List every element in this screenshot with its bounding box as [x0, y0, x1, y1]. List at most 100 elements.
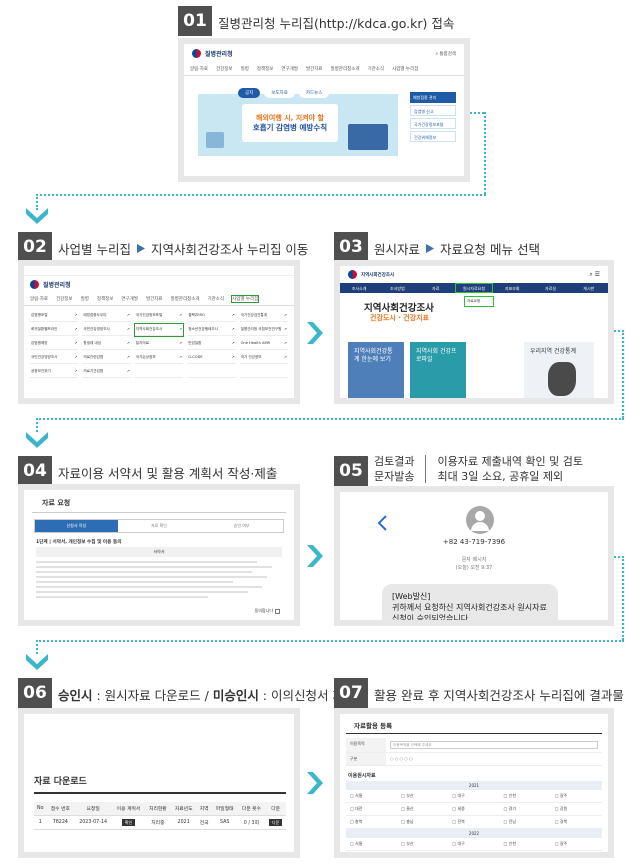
- kdca-banner[interactable]: 해외여행 시, 지켜야 할 호흡기 감염병 예방수칙: [242, 104, 338, 142]
- nav-item[interactable]: 연구개발: [281, 67, 298, 72]
- news-tab[interactable]: 보도자료: [264, 88, 295, 98]
- project-site-link[interactable]: 공중보건위기↗: [30, 366, 79, 378]
- step-01-title: 질병관리청 누리집(http://kdca.go.kr) 접속: [218, 13, 454, 32]
- nav-item[interactable]: 사업별 누리집: [231, 295, 260, 303]
- chs-nav-item[interactable]: 조사소개: [351, 286, 367, 291]
- chs-nav-item[interactable]: 조사방법: [390, 286, 405, 291]
- chs-card-profile[interactable]: 지역사회 건강프로파일: [410, 342, 466, 398]
- agree-checkbox[interactable]: 동의합니다: [255, 608, 280, 614]
- chs-logo[interactable]: 지역사회건강조사: [348, 270, 394, 279]
- region-checkbox[interactable]: □ 울산: [397, 803, 449, 816]
- chs-nav-item[interactable]: 원시자료요청: [454, 283, 494, 293]
- project-site-link[interactable]: 지역사회건강조사↗: [133, 323, 185, 337]
- region-checkbox[interactable]: □ 광주: [550, 838, 602, 851]
- nav-item[interactable]: 질병관리청소개: [170, 297, 200, 302]
- region-checkbox[interactable]: □ 세종: [448, 803, 500, 816]
- project-site-link[interactable]: 일차의료↗: [134, 338, 184, 350]
- step-01-title-text: 질병관리청 누리집(http://kdca.go.kr) 접속: [218, 16, 455, 31]
- nav-item[interactable]: 질병관리청소개: [330, 67, 360, 72]
- project-site-link[interactable]: 의료기관감염↗: [82, 366, 131, 378]
- dropdown-item-data-request[interactable]: 자료요청: [467, 299, 481, 303]
- region-checkbox[interactable]: □ 인천: [499, 790, 551, 803]
- region-checkbox[interactable]: □ 대구: [448, 838, 500, 851]
- download-button[interactable]: 다운: [268, 818, 283, 826]
- request-step-tab[interactable]: 신청서 작성: [35, 520, 118, 532]
- quick-menu-item[interactable]: 국가건강정보포털: [410, 118, 456, 129]
- quick-menu-item[interactable]: 건강위해정보: [410, 131, 456, 142]
- region-checkbox[interactable]: □ 인천: [499, 838, 551, 851]
- project-site-link[interactable]: 의료관련감염↗: [82, 352, 131, 364]
- table-cell: 처리중: [144, 815, 171, 830]
- checkbox-icon[interactable]: [275, 608, 280, 614]
- request-step-tab[interactable]: 자료 확인: [151, 523, 167, 528]
- nav-item[interactable]: 발간자료: [145, 297, 163, 302]
- nav-item[interactable]: 질병: [240, 67, 249, 72]
- project-site-link[interactable]: 항생제 내성↗: [82, 338, 131, 350]
- nav-item[interactable]: 질병: [80, 297, 89, 302]
- nav-item[interactable]: 알림·자료: [190, 67, 208, 72]
- nav-item[interactable]: 사업별 누리집: [392, 67, 419, 72]
- category-radios[interactable]: ○ ○ ○ ○ ○: [390, 756, 413, 761]
- region-checkbox[interactable]: □ 대전: [346, 803, 398, 816]
- kdca-logo-02[interactable]: 질병관리청: [24, 276, 294, 293]
- region-checkbox[interactable]: □ 경기: [499, 803, 551, 816]
- nav-item[interactable]: 건강정보: [56, 297, 73, 302]
- region-checkbox[interactable]: □ 부산: [397, 838, 449, 851]
- chs-card-regional[interactable]: 우리지역 건강통계: [524, 342, 594, 398]
- region-checkbox[interactable]: □ 전북: [448, 816, 500, 829]
- region-checkbox[interactable]: □ 경북: [550, 816, 602, 829]
- chs-nav-item[interactable]: 지표조회: [504, 286, 520, 291]
- quick-menu-item[interactable]: 예방접종 관리: [410, 92, 456, 103]
- chs-nav-item[interactable]: 자료실: [545, 286, 557, 291]
- project-site-link[interactable]: 청소년건강행태조사↗: [187, 324, 236, 336]
- project-site-link[interactable]: One Health AMR↗: [239, 338, 288, 350]
- chs-nav-item[interactable]: 게시판: [583, 286, 595, 291]
- region-checkbox[interactable]: □ 대구: [448, 790, 500, 803]
- external-link-icon: ↗: [126, 355, 130, 359]
- project-site-link[interactable]: 희귀질환헬프라인↗: [30, 324, 79, 336]
- nav-item[interactable]: 기관소식: [207, 297, 225, 302]
- nav-item[interactable]: 건강정보: [216, 67, 233, 72]
- region-checkbox[interactable]: □ 서울: [346, 838, 398, 851]
- project-site-link[interactable]: 국가손상정보↗: [134, 352, 184, 364]
- project-site-link[interactable]: 질병관리청 국립보건연구원↗: [239, 324, 288, 336]
- nav-item[interactable]: 정책정보: [96, 297, 114, 302]
- project-site-link[interactable]: 감염병포털↗: [30, 310, 79, 322]
- project-site-link[interactable]: 국가 건강정보↗: [239, 352, 288, 364]
- purpose-input[interactable]: 이용목적을 선택해 주세요: [390, 741, 598, 749]
- region-checkbox[interactable]: □ 충북: [346, 816, 398, 829]
- nav-item[interactable]: 발간자료: [305, 67, 323, 72]
- chs-nav-item[interactable]: 자료: [432, 286, 440, 291]
- chs-dropdown[interactable]: 자료요청: [464, 296, 494, 307]
- kdca-logo[interactable]: 질병관리청: [192, 49, 233, 58]
- quick-menu-item[interactable]: 감염병 신고: [410, 105, 456, 116]
- chs-card-stats[interactable]: 지역사회건강통계 한눈에 보기: [348, 342, 404, 398]
- nav-item[interactable]: 알림·자료: [30, 297, 48, 302]
- region-checkbox[interactable]: □ 서울: [346, 790, 398, 803]
- project-site-link[interactable]: 감염병예방↗: [30, 338, 79, 350]
- region-checkbox[interactable]: □ 광주: [550, 790, 602, 803]
- request-step-tab[interactable]: 승인 여부: [233, 523, 250, 528]
- project-site-link[interactable]: 결핵ZERO↗: [187, 310, 236, 322]
- region-checkbox[interactable]: □ 충남: [397, 816, 449, 829]
- nav-item[interactable]: 연구개발: [121, 297, 138, 302]
- region-checkbox[interactable]: □ 부산: [397, 790, 449, 803]
- search-icon[interactable]: ⌕ ☰: [589, 270, 600, 278]
- nav-item[interactable]: 정책정보: [256, 67, 274, 72]
- region-checkbox[interactable]: □ 강원: [550, 803, 602, 816]
- region-checkbox[interactable]: □ 전남: [499, 816, 551, 829]
- project-site-link[interactable]: 국가건강검진통계↗: [239, 310, 288, 322]
- news-tab[interactable]: 공지: [238, 88, 261, 98]
- project-site-link[interactable]: 국민건강영양조사↗: [30, 352, 79, 364]
- nav-item[interactable]: 기관소식: [367, 67, 385, 72]
- project-site-link[interactable]: 국가건강정보포털↗: [134, 310, 184, 322]
- project-site-link[interactable]: 만성질환↗: [187, 338, 236, 350]
- project-site-link[interactable]: 예방접종도우미↗: [82, 310, 131, 322]
- back-chevron-icon[interactable]: [376, 514, 388, 532]
- project-site-link[interactable]: 국민건강영양조사↗: [82, 324, 131, 336]
- news-tab[interactable]: 카드뉴스: [298, 88, 330, 98]
- project-site-link[interactable]: G-CODE↗: [187, 352, 236, 364]
- kdca-search[interactable]: ⌕ 통합검색: [435, 51, 456, 57]
- view-plan-button[interactable]: 확인: [121, 818, 136, 826]
